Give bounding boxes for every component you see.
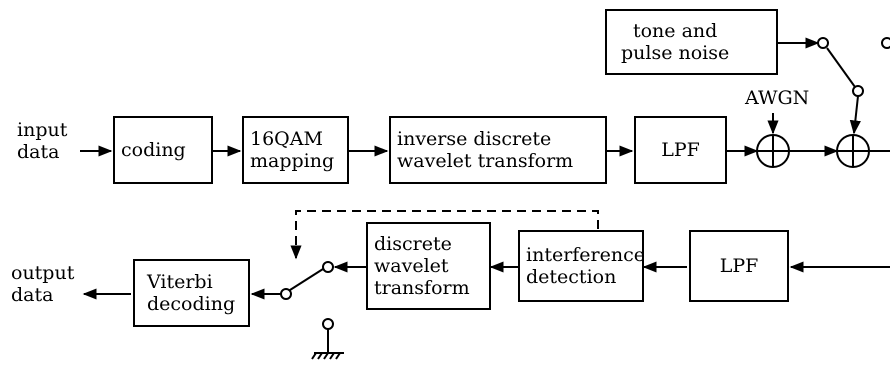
switch-decoder-terminal-ground <box>322 318 334 330</box>
output-label: output data <box>11 262 74 306</box>
coding-label: coding <box>121 139 186 161</box>
idwt-label: inverse discrete wavelet transform <box>397 128 574 172</box>
wire-switch-to-adder <box>849 95 861 135</box>
viterbi-label: Viterbi decoding <box>147 271 236 315</box>
lpf-rx-block: LPF <box>689 230 789 302</box>
qam-mapping-block: 16QAM mapping <box>242 116 349 184</box>
output-label-text: output data <box>11 262 75 306</box>
switch-noise-pivot <box>852 85 864 97</box>
switch-decoder-pivot <box>280 288 292 300</box>
lpf-rx-label: LPF <box>719 255 759 277</box>
control-line-dashed <box>290 210 599 260</box>
switch-noise-terminal-b <box>881 37 890 49</box>
lpf-tx-label: LPF <box>661 139 700 161</box>
qam-mapping-label: 16QAM mapping <box>250 128 335 172</box>
idwt-block: inverse discrete wavelet transform <box>389 116 607 184</box>
input-label-text: input data <box>17 119 68 163</box>
coding-block: coding <box>113 116 213 184</box>
tone-pulse-noise-block: tone and pulse noise <box>605 9 778 75</box>
switch-noise-blade <box>826 47 856 88</box>
dwt-label: discrete wavelet transform <box>374 233 470 299</box>
switch-noise-terminal-a <box>817 37 829 49</box>
dwt-block: discrete wavelet transform <box>366 222 491 310</box>
tone-pulse-noise-label: tone and pulse noise <box>621 20 730 64</box>
input-label: input data <box>17 119 67 163</box>
lpf-tx-block: LPF <box>634 116 727 184</box>
switch-decoder-terminal-upper <box>322 261 334 273</box>
switch-decoder-blade <box>289 268 324 291</box>
awgn-label: AWGN <box>745 87 810 109</box>
viterbi-block: Viterbi decoding <box>133 259 250 327</box>
interference-detection-label: interference detection <box>526 244 646 288</box>
interference-detection-block: interference detection <box>518 230 646 302</box>
